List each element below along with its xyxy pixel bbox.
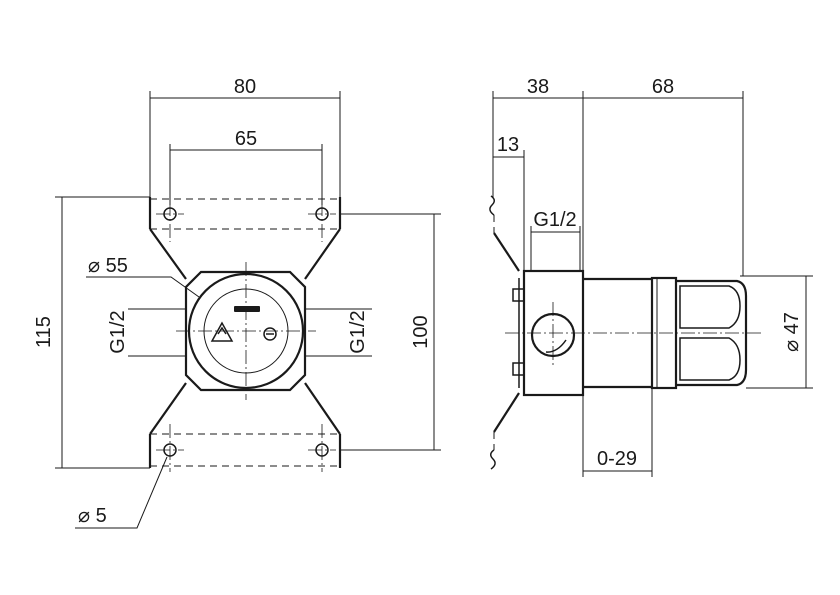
dim-hole-diameter-leader	[75, 456, 168, 529]
small-plug-icon	[263, 327, 277, 341]
wall-break-line-bottom	[490, 449, 496, 470]
hex-nut-outline	[676, 279, 748, 387]
dim-outer-height-label: 115	[33, 316, 55, 348]
dim-hole-spacing-y-extension-lines	[340, 213, 441, 451]
port-right-outline	[305, 308, 372, 357]
dim-body-diameter-leader	[86, 276, 200, 298]
recycle-triangle-icon	[210, 321, 234, 342]
dim-rear-depth-label: 68	[652, 76, 674, 98]
hex-nut-flat-top	[679, 285, 741, 329]
mounting-hole-bottom-center-lines	[156, 424, 336, 472]
wall-break-line-top	[489, 195, 495, 216]
dim-wall-offset-label: 13	[497, 134, 519, 156]
dim-hole-diameter-label: ⌀ 5	[78, 505, 107, 527]
port-thread-label: G1/2	[533, 209, 576, 231]
bracket-bottom-diagonals	[149, 382, 341, 435]
port-opening-detail	[545, 339, 567, 353]
plate-bottom-side-edges	[148, 434, 342, 468]
bracket-top-diagonals	[149, 228, 341, 280]
dim-outer-width-extension-lines	[149, 91, 341, 197]
dim-adjust-range-extension-lines	[582, 388, 653, 477]
bracket-side-diagonal-bottom	[493, 392, 520, 433]
dim-nut-diameter-label: ⌀ 47	[781, 312, 803, 352]
port-right-label: G1/2	[347, 310, 369, 353]
valve-center-lines	[176, 262, 316, 400]
hex-nut-flat-bottom	[679, 337, 741, 381]
dim-outer-width-label: 80	[234, 76, 256, 98]
valve-body-outline	[184, 270, 307, 392]
side-view-center-lines	[505, 302, 762, 368]
bracket-side-diagonal-top	[493, 232, 520, 272]
port-left-outline	[128, 308, 186, 357]
dim-adjust-range-label: 0-29	[597, 448, 637, 470]
dim-hole-spacing-y-label: 100	[410, 315, 432, 348]
side-view: 38 68 13 G1/2	[489, 76, 813, 477]
dim-nut-diameter-extension-lines	[740, 275, 813, 389]
front-view: 80 65 G1/2 G1/2	[33, 76, 441, 529]
brand-logo-mark	[234, 306, 260, 312]
mounting-hole-top-center-lines	[156, 202, 336, 242]
port-thread-extension-lines	[530, 226, 581, 271]
dim-hole-spacing-x-label: 65	[235, 128, 257, 150]
plate-top-side-edges	[148, 197, 342, 229]
dim-hole-spacing-x-extension-lines	[169, 144, 323, 205]
dim-front-depth-extension-lines	[492, 91, 584, 271]
port-left-label: G1/2	[107, 310, 129, 353]
dim-body-diameter-label: ⌀ 55	[88, 255, 128, 277]
dim-front-depth-label: 38	[527, 76, 549, 98]
cartridge-cylinder	[583, 277, 652, 389]
dim-outer-height-extension-lines	[55, 196, 150, 469]
